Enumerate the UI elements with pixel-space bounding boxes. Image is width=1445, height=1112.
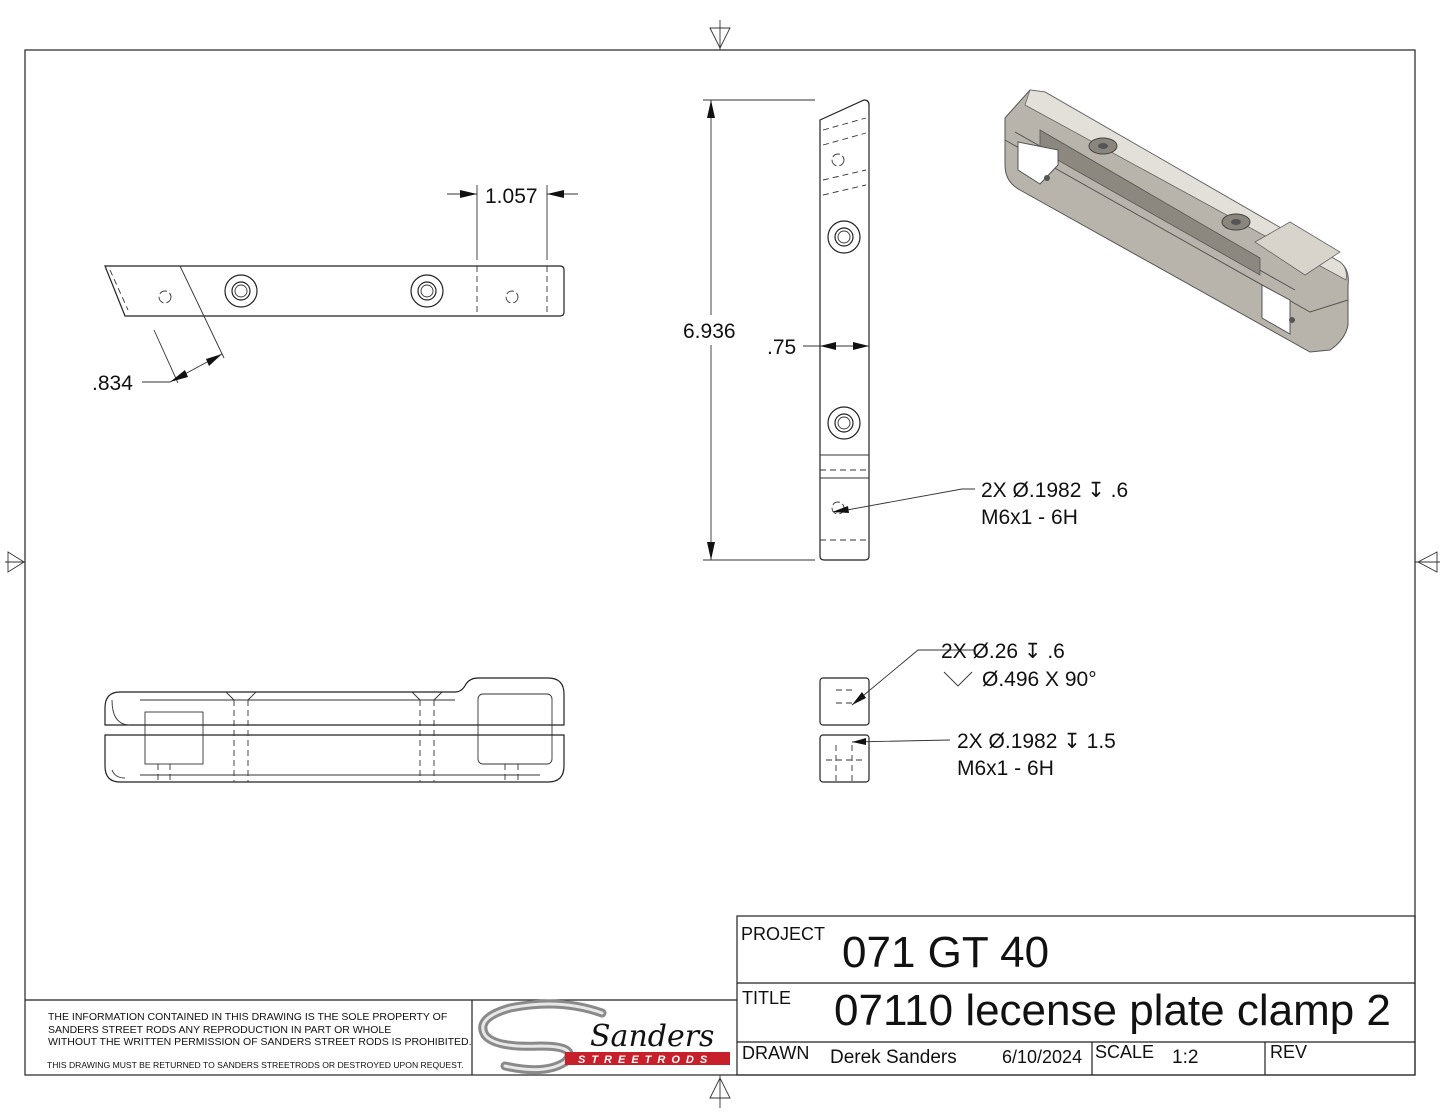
logo-script: Sanders <box>590 1019 714 1054</box>
notice-line: WITHOUT THE WRITTEN PERMISSION OF SANDER… <box>48 1036 472 1048</box>
callout-csk-2: Ø.496 X 90° <box>982 668 1097 691</box>
ownership-notice: THE INFORMATION CONTAINED IN THIS DRAWIN… <box>48 1011 472 1049</box>
company-logo: Sanders STREETRODS <box>478 999 730 1075</box>
side-view: 6.936 .75 2X Ø.1982 ↧ .6 M6x1 - 6H <box>683 99 1128 561</box>
callout-tap-a-1: 2X Ø.1982 ↧ .6 <box>981 479 1128 502</box>
project-value: 071 GT 40 <box>842 928 1050 977</box>
dim-thickness: .75 <box>767 336 796 359</box>
callout-tap-b-2: M6x1 - 6H <box>957 757 1054 780</box>
rev-label: REV <box>1270 1042 1308 1062</box>
scale-value: 1:2 <box>1172 1047 1199 1068</box>
title-value: 07110 lecense plate clamp 2 <box>834 986 1391 1035</box>
drawn-label: DRAWN <box>742 1043 810 1063</box>
end-view: 2X Ø.26 ↧ .6 Ø.496 X 90° 2X Ø.1982 ↧ 1.5… <box>819 640 1116 783</box>
title-block-lines <box>25 915 1416 1076</box>
return-notice: THIS DRAWING MUST BE RETURNED TO SANDERS… <box>47 1060 464 1070</box>
dim-width: 1.057 <box>485 185 538 208</box>
front-view <box>104 677 565 783</box>
dim-angle-width: .834 <box>92 372 133 395</box>
callout-tap-b-1: 2X Ø.1982 ↧ 1.5 <box>957 730 1116 753</box>
notice-line: THE INFORMATION CONTAINED IN THIS DRAWIN… <box>48 1011 448 1023</box>
callout-csk-1: 2X Ø.26 ↧ .6 <box>941 640 1065 663</box>
drawn-by: Derek Sanders <box>830 1047 957 1068</box>
logo-banner: STREETRODS <box>578 1054 713 1066</box>
dim-length: 6.936 <box>683 320 736 343</box>
drawn-date: 6/10/2024 <box>1002 1047 1083 1067</box>
isometric-view <box>1004 89 1349 353</box>
centering-marks <box>5 20 1440 1108</box>
scale-label: SCALE <box>1095 1042 1155 1062</box>
callout-tap-a-2: M6x1 - 6H <box>981 506 1078 529</box>
project-label: PROJECT <box>741 924 826 944</box>
top-view: 1.057 .834 <box>92 185 578 395</box>
title-label: TITLE <box>742 988 792 1008</box>
notice-line: SANDERS STREET RODS ANY REPRODUCTION IN … <box>48 1023 392 1036</box>
